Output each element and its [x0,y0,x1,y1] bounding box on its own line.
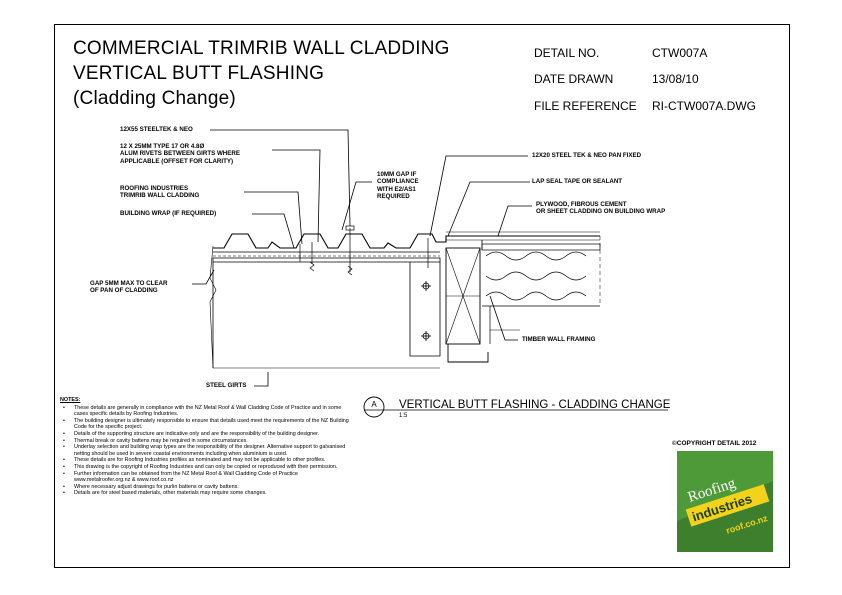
leader-lap-seal [447,181,530,237]
detail-title: VERTICAL BUTT FLASHING - CLADDING CHANGE [399,399,671,411]
note-item: Details of the supporting structure are … [60,431,350,438]
title-line-2: VERTICAL BUTT FLASHING [73,63,325,84]
leader-timber [489,295,518,341]
notes-list: These details are generally in complianc… [60,405,350,497]
callout-lap-seal: LAP SEAL TAPE OR SEALANT [532,178,623,185]
date-drawn-label: DATE DRAWN [534,72,614,86]
leader-pan-fixed [429,155,528,237]
roofing-industries-logo: Roofing industries roof.co.nz [677,451,773,552]
cladding-profile [213,233,440,249]
title-line-1: COMMERCIAL TRIMRIB WALL CLADDING [73,38,450,59]
leader-rivets [272,149,321,243]
leader-gap5 [192,269,215,285]
note-item: These details are for Roofing Industries… [60,457,350,464]
callout-plywood: PLYWOOD, FIBROUS CEMENT OR SHEET CLADDIN… [536,201,666,216]
butt-flashing [440,235,600,243]
note-item: The building designer is ultimately resp… [60,418,350,431]
leader-roofing [244,191,303,245]
note-item: Details are for steel based materials, o… [60,490,350,497]
note-item: These details are generally in complianc… [60,405,350,418]
callout-building-wrap: BUILDING WRAP (IF REQUIRED) [120,210,217,217]
callout-gap-10mm: 10mm GAP IF COMPLIANCE WITH E2/AS1 REQUI… [377,171,419,201]
leader-wrap [252,213,295,249]
callout-timber-framing: TIMBER WALL FRAMING [522,336,596,343]
note-item: Further information can be obtained from… [60,471,350,484]
callout-steeltek: 12x55 STEELTEK & NEO [120,126,193,133]
note-item: Where necessary adjust drawings for purl… [60,484,350,491]
notes-heading: NOTES: [60,397,81,403]
leader-plywood [497,205,532,237]
detail-marker-circle [363,396,385,418]
detail-scale: 1:5 [399,413,408,419]
callout-rivets: 12 x 25mm TYPE 17 OR 4.8Ø ALUM RIVETS BE… [120,143,240,165]
note-item: Underlay selection and building wrap typ… [60,444,350,457]
callout-pan-fixed: 12x20 STEEL TEK & NEO PAN FIXED [532,152,642,159]
leader-steeltek [210,129,351,227]
callout-roofing-cladding: ROOFING INDUSTRIES TRIMRIB WALL CLADDING [120,185,200,200]
callout-steel-girts: STEEL GIRTS [206,382,247,389]
detail-no-value: CTW007A [652,46,708,60]
callout-gap-5mm: GAP 5mm MAX TO CLEAR OF PAN OF CLADDING [90,280,168,295]
leader-girts [254,372,269,387]
file-reference-label: FILE REFERENCE [534,99,637,113]
copyright-notice: ©COPYRIGHT DETAIL 2012 [672,440,757,447]
note-item: This drawing is the copyright of Roofing… [60,464,350,471]
sheet-border [54,24,790,568]
notes-block: NOTES: These details are generally in co… [60,397,350,497]
date-drawn-value: 13/08/10 [652,72,699,86]
file-reference-value: RI-CTW007A.DWG [652,99,757,113]
leader-gap10 [341,181,372,231]
detail-marker-letter: A [371,400,377,409]
title-line-3: (Cladding Change) [73,88,236,109]
detail-no-label: DETAIL NO. [534,46,600,60]
note-item: Thermal break or cavity battens may be r… [60,438,350,445]
